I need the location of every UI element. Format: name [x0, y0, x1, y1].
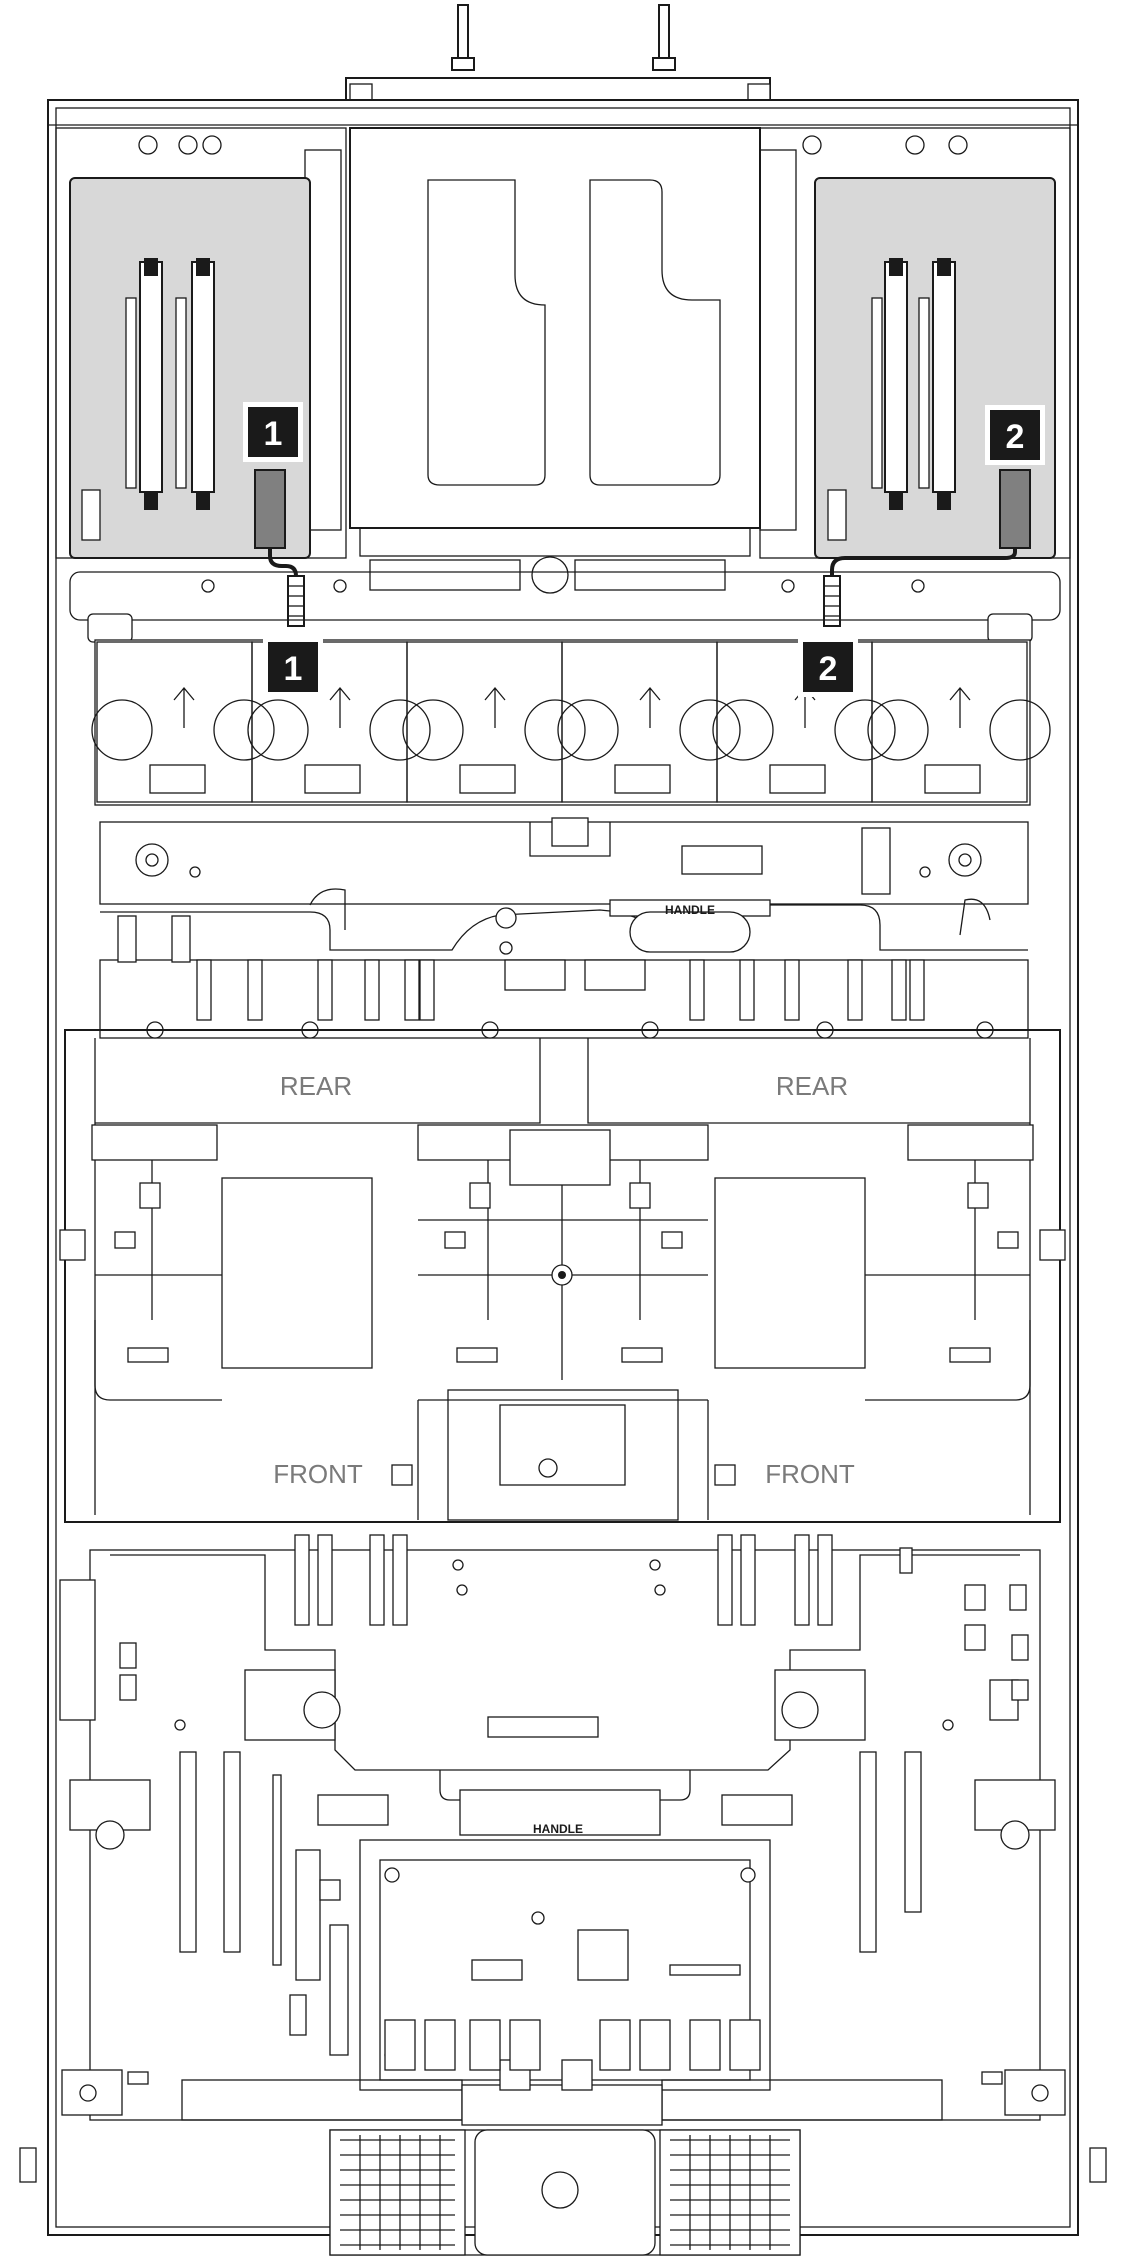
front-vent-grill [329, 2129, 801, 2256]
fan-modules [91, 639, 1051, 806]
svg-text:2: 2 [1006, 418, 1025, 456]
top-antenna-right [652, 4, 676, 71]
rear-label-right: REAR [776, 1071, 848, 1101]
top-antenna-left [451, 4, 475, 71]
fan-cage-frame [69, 571, 1061, 643]
riser-1-slots [81, 258, 215, 541]
dimm-connector-row [99, 915, 1029, 1039]
svg-text:2: 2 [819, 650, 838, 688]
front-label-right: FRONT [765, 1459, 855, 1489]
center-riser-cage [349, 127, 761, 594]
riser-1-power-connector [254, 469, 286, 549]
svg-text:1: 1 [284, 650, 303, 688]
riser-2-slots [827, 258, 956, 541]
handle-top-area [100, 888, 1028, 955]
svg-text:1: 1 [264, 415, 283, 453]
handle-top-label: HANDLE [665, 903, 715, 917]
handle-bottom-label: HANDLE [533, 1822, 583, 1836]
rear-label-left: REAR [280, 1071, 352, 1101]
fan-1 [91, 641, 275, 803]
fan-board-connector-1 [287, 575, 305, 627]
front-label-left: FRONT [273, 1459, 363, 1489]
callout-riser-2: 2 [985, 405, 1045, 465]
fan-board-connector-2 [823, 575, 841, 627]
cable-2 [830, 548, 1017, 625]
callout-fan-1: 1 [263, 637, 323, 697]
air-baffle [59, 1029, 1066, 1523]
callout-fan-2: 2 [798, 637, 858, 697]
front-bays [61, 2019, 1066, 2126]
fan-6 [867, 641, 1051, 803]
fan-board [99, 817, 1029, 905]
rear-top-bracket [345, 77, 771, 101]
riser-2-power-connector [999, 469, 1031, 549]
callout-riser-1: 1 [243, 402, 303, 462]
